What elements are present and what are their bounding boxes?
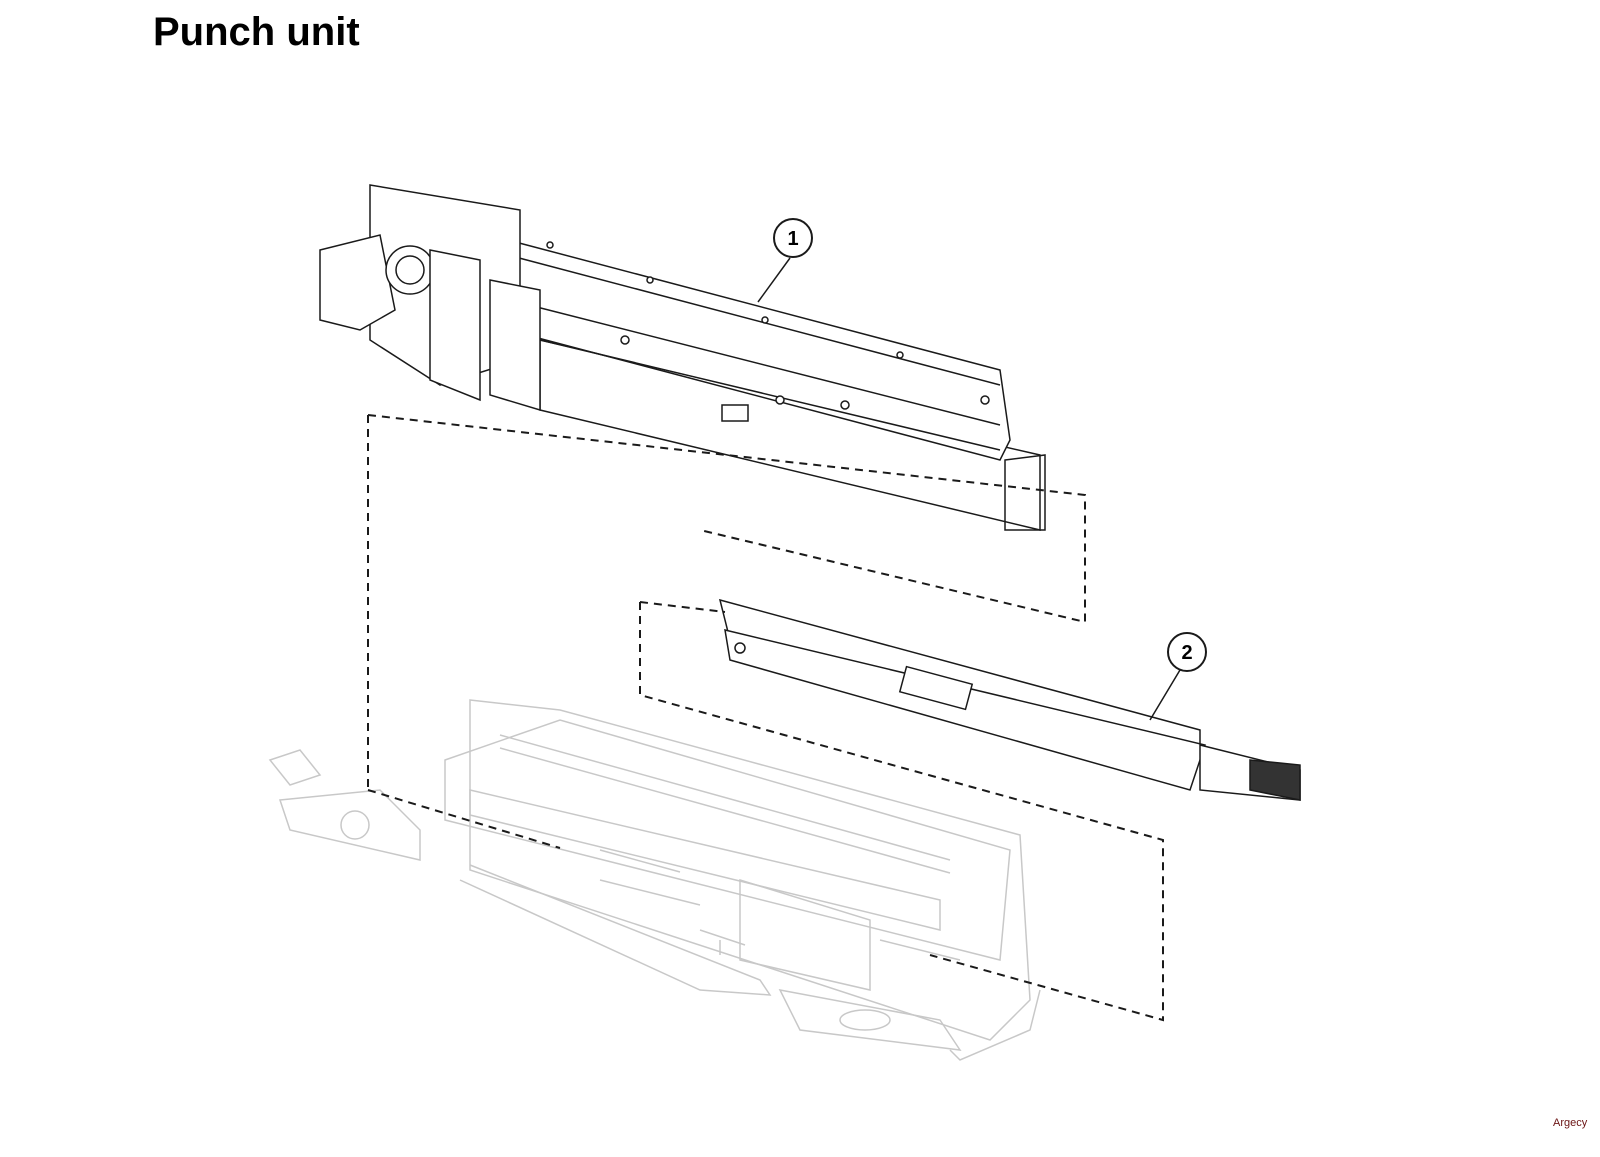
callout-number-2: 2 xyxy=(1181,642,1192,664)
waste-box-drawing xyxy=(718,598,1301,801)
watermark-text: Argecy xyxy=(1553,1117,1588,1129)
callout-circle-1 xyxy=(773,218,813,258)
leader-line-2 xyxy=(1149,669,1181,721)
alignment-guides xyxy=(367,414,1164,1022)
callout-circle-2 xyxy=(1167,632,1207,672)
page-title: Punch unit xyxy=(153,10,360,54)
leader-line-1 xyxy=(757,257,791,303)
finisher-frame-ghost xyxy=(268,699,1041,1061)
callout-number-1: 1 xyxy=(787,228,798,250)
callout-1: 1 xyxy=(757,218,813,303)
callout-2: 2 xyxy=(1149,632,1207,721)
punch-unit-drawing xyxy=(319,184,1046,531)
